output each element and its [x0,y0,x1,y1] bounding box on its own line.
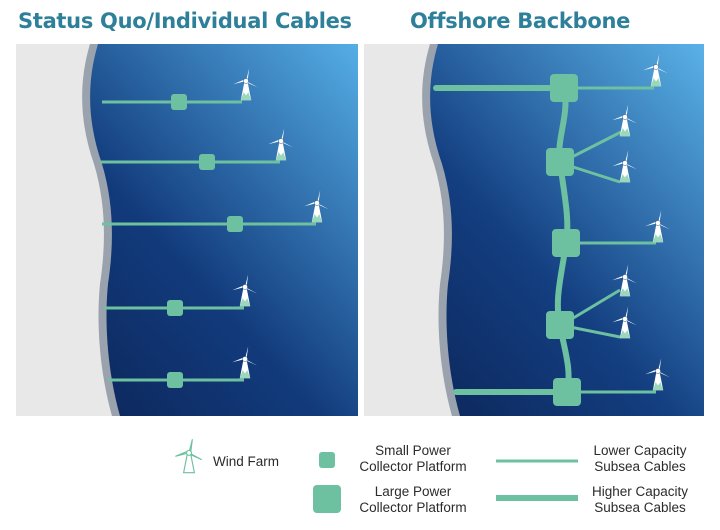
legend-lower-cable-label: Lower Capacity Subsea Cables [593,443,687,474]
legend-higher-cable-label: Higher Capacity Subsea Cables [591,484,689,515]
large-platform [552,229,580,257]
cable-t5 [569,288,621,322]
large-platform [550,74,578,102]
small-platform-icon [319,452,335,468]
large-platform-icon [313,485,341,513]
wind-turbine-icon [175,439,202,474]
cable-t3 [569,164,621,184]
title-offshore-backbone: Offshore Backbone [410,9,631,33]
cable-t6 [569,325,621,339]
thin-cable-icon [496,459,578,463]
small-platform [167,300,183,316]
large-platform [546,148,574,176]
cable-t2 [569,130,622,160]
coastline-land [16,44,112,416]
small-platform [171,94,187,110]
small-platform [199,154,215,170]
status-quo-panel [16,44,358,416]
large-platform [546,311,574,339]
legend-small-platform-label: Small Power Collector Platform [359,443,467,474]
thick-cable-icon [496,495,578,501]
large-platform [553,378,581,406]
title-status-quo: Status Quo/Individual Cables [18,9,352,33]
coastline-land [364,44,452,416]
thin-cables [569,86,656,394]
legend-wind-farm-label: Wind Farm [213,454,280,469]
offshore-backbone-panel [364,44,704,416]
small-platform [227,216,243,232]
large-platforms [546,74,581,406]
legend-large-platform-label: Large Power Collector Platform [359,484,467,515]
small-platform [167,372,183,388]
small-platforms [167,94,243,388]
